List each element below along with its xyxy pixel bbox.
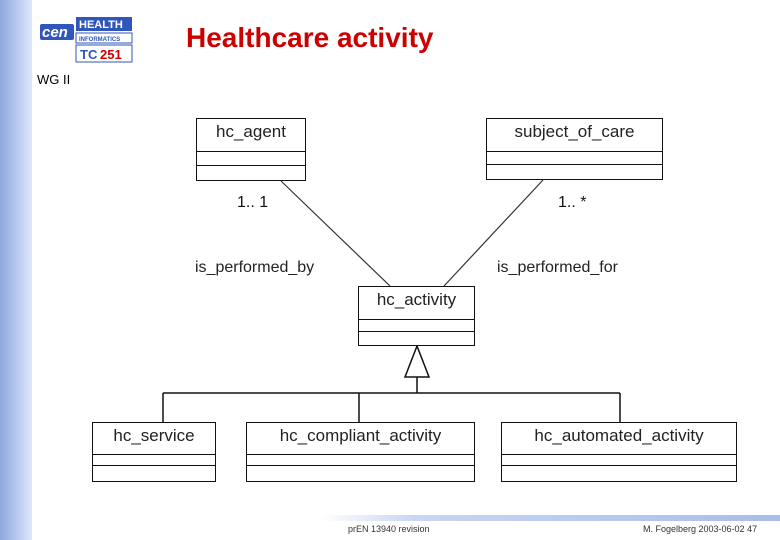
svg-text:HEALTH: HEALTH [79, 19, 123, 31]
svg-text:251: 251 [100, 47, 122, 62]
multiplicity-agent: 1.. 1 [237, 194, 269, 211]
footer-author-date-page: M. Fogelberg 2003-06-02 47 [643, 524, 758, 534]
multiplicity-subject-of-care: 1.. * [558, 194, 587, 211]
class-name: hc_compliant_activity [279, 426, 442, 445]
class-hc-activity: hc_activity [358, 286, 475, 346]
footer-band [322, 515, 780, 521]
footer-document-id: prEN 13940 revision [348, 524, 430, 534]
slide-sidebar-band [0, 0, 32, 540]
svg-text:TC: TC [80, 47, 98, 62]
association-line-performed-for [443, 179, 544, 287]
cen-healthinformatics-logo: cen HEALTH INFORMATICS TC 251 [36, 14, 134, 64]
association-label-performed-by: is_performed_by [195, 259, 315, 276]
class-hc-automated-activity: hc_automated_activity [501, 422, 737, 482]
class-name: hc_activity [376, 290, 457, 309]
slide-title: Healthcare activity [186, 22, 434, 53]
svg-text:cen: cen [42, 24, 68, 41]
class-hc-agent: hc_agent [196, 118, 306, 181]
generalization-arrowhead [403, 343, 431, 378]
association-line-performed-by [280, 180, 391, 287]
svg-text:INFORMATICS: INFORMATICS [79, 37, 120, 43]
class-name: hc_agent [216, 122, 286, 141]
class-name: hc_service [113, 426, 195, 445]
class-subject-of-care: subject_of_care [486, 118, 663, 180]
class-name: hc_automated_activity [534, 426, 704, 445]
association-label-performed-for: is_performed_for [497, 259, 618, 276]
class-name: subject_of_care [514, 122, 635, 141]
wg-label: WG II [37, 72, 71, 87]
class-hc-compliant-activity: hc_compliant_activity [246, 422, 475, 482]
class-hc-service: hc_service [92, 422, 216, 482]
